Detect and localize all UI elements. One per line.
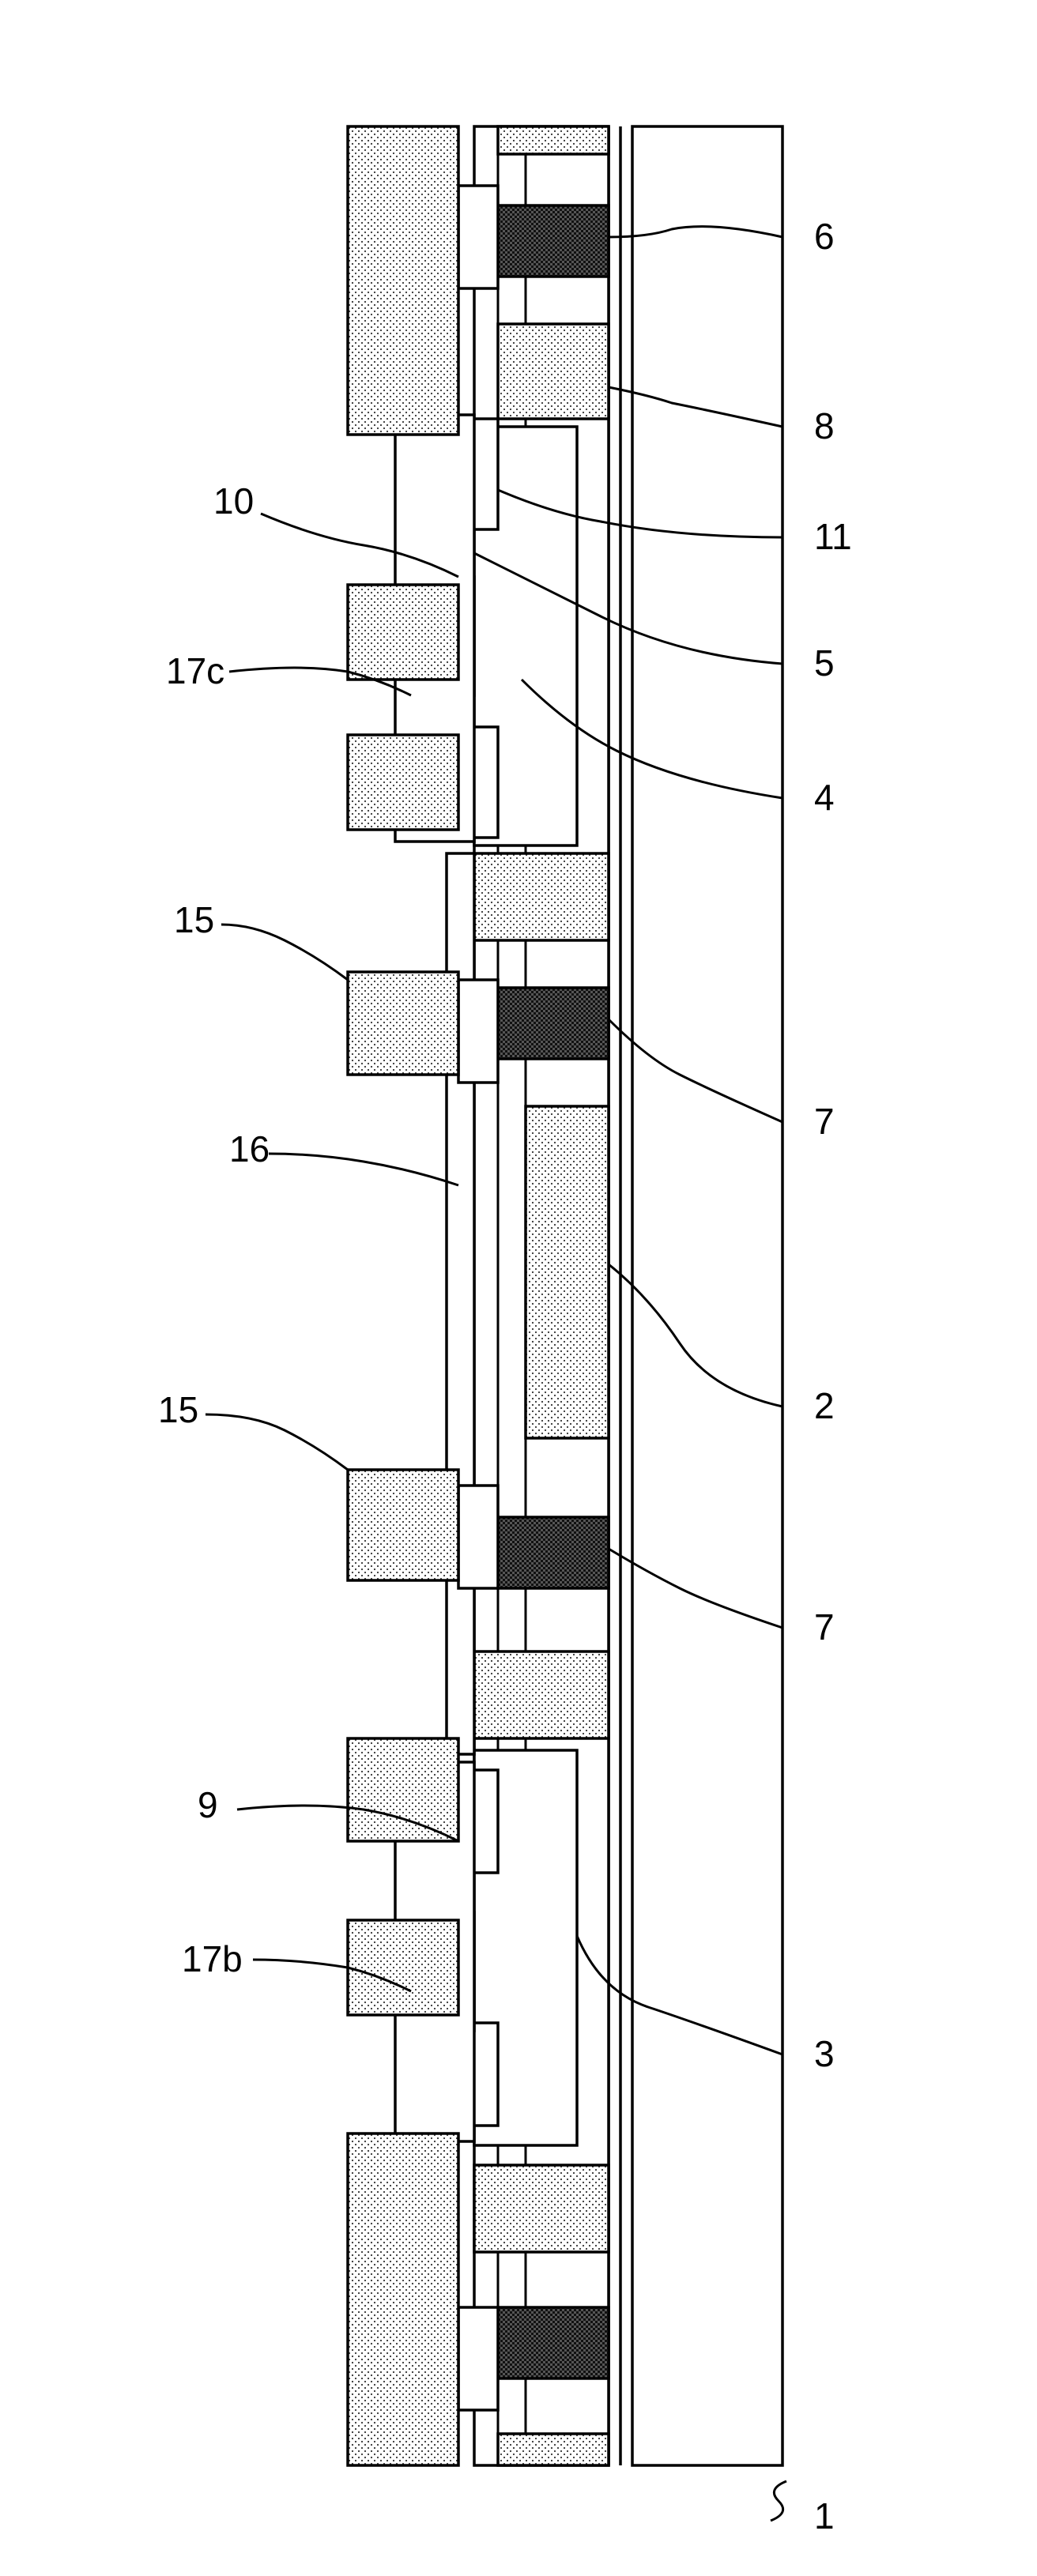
electrode-top-end (348, 126, 458, 435)
doped-region-mid-b (474, 1651, 609, 1738)
column-7-top (498, 988, 609, 1059)
doped-region-bottom-a (474, 2165, 609, 2252)
label-17c: 17c (166, 650, 224, 691)
label-9: 9 (198, 1784, 218, 1825)
region-2 (526, 1106, 609, 1438)
column-6 (498, 205, 609, 277)
label-7-bottom: 7 (814, 1606, 835, 1648)
label-4: 4 (814, 777, 835, 818)
label-11: 11 (814, 516, 852, 557)
contact-top (458, 186, 498, 288)
label-1: 1 (814, 2495, 835, 2536)
label-16: 16 (229, 1128, 270, 1169)
label-2: 2 (814, 1385, 835, 1426)
electrode-17c-a (348, 585, 458, 680)
electrode-17b-a (348, 1738, 458, 1841)
label-6: 6 (814, 216, 835, 257)
column-bottom (498, 2307, 609, 2378)
electrode-17c-b (348, 735, 458, 830)
label-5: 5 (814, 642, 835, 684)
doped-region-bottom-b (498, 2434, 609, 2465)
column-7-bottom (498, 1517, 609, 1588)
contact-15a (458, 980, 498, 1083)
label-10: 10 (213, 480, 254, 522)
label-15-top: 15 (174, 899, 214, 940)
electrode-bottom-end (348, 2133, 458, 2465)
doped-region-top-a (498, 126, 609, 154)
label-3: 3 (814, 2033, 835, 2074)
label-17b: 17b (182, 1938, 243, 1979)
substrate-1 (632, 126, 782, 2465)
doped-region-8 (498, 324, 609, 419)
electrode-15a (348, 972, 458, 1075)
electrode-17b-b (348, 1920, 458, 2015)
electrode-15b (348, 1470, 458, 1580)
doped-region-mid-a (474, 853, 609, 940)
label-7-top: 7 (814, 1101, 835, 1142)
label-15-bottom: 15 (158, 1389, 198, 1430)
contact-15b (458, 1486, 498, 1588)
label-8: 8 (814, 405, 835, 446)
contact-bottom (458, 2307, 498, 2410)
